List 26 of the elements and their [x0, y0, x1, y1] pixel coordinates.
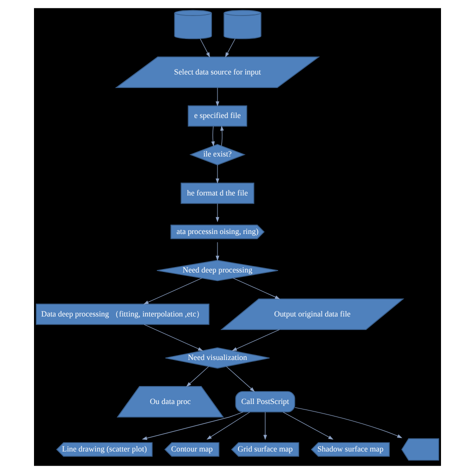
node-box: e specified file [187, 105, 247, 127]
arrow [206, 412, 250, 440]
arrow [224, 38, 235, 58]
arrow [215, 87, 219, 107]
node-box: he format d the file [180, 182, 254, 204]
node-diamond: Need deep processing [156, 260, 278, 282]
node-box: Data deep processing （fitting, interpolation ,etc） [35, 304, 209, 325]
arrow [226, 366, 254, 392]
arrow [294, 407, 402, 438]
arrow [231, 329, 280, 352]
node-diamond: ile exist? [188, 144, 246, 166]
arrow [232, 278, 280, 300]
arrow [215, 203, 219, 222]
node-display [400, 438, 439, 461]
arrow [220, 126, 224, 146]
node-box: Call PostScript [234, 391, 295, 412]
arrow [141, 412, 243, 440]
arrow [199, 38, 210, 58]
arrow [215, 164, 219, 184]
arrow [143, 324, 203, 351]
arrow [282, 412, 333, 440]
arrow [262, 412, 266, 440]
arrow [186, 366, 208, 387]
arrow [215, 242, 219, 261]
arrow [210, 126, 214, 147]
arrow [142, 278, 202, 304]
